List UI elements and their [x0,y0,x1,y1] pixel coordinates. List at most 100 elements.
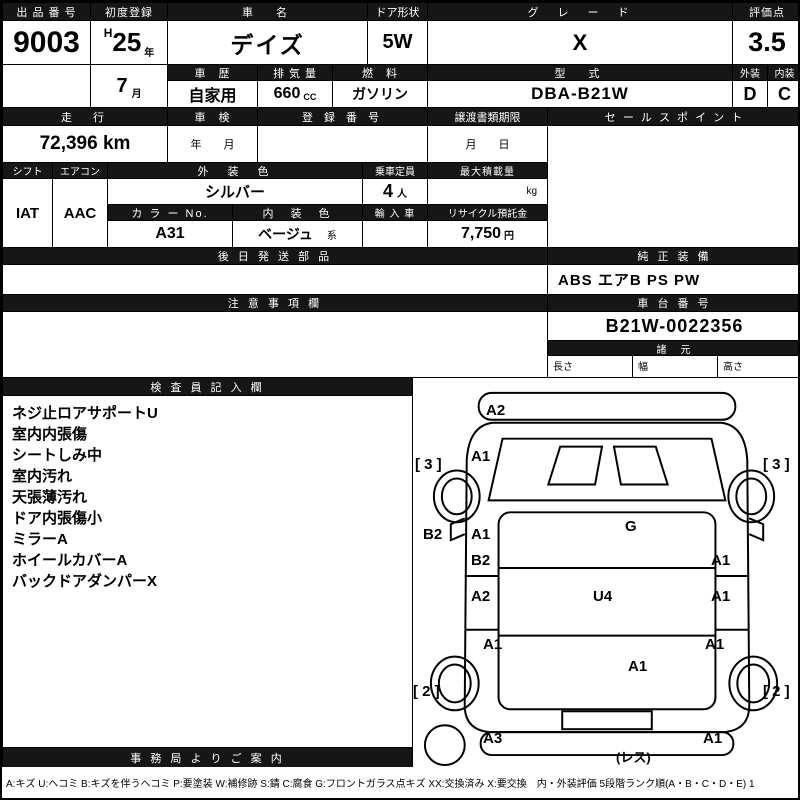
damage-marker: U4 [593,588,613,605]
car-history-header: 車 歴 [167,64,258,81]
capacity-number: 4 [382,181,393,201]
inspector-note-line: 室内内張傷 [12,426,88,443]
reg-year-unit: 年 [144,48,155,59]
shaken-header: 車 検 [167,107,258,126]
car-top-view [423,391,779,767]
color-no-header: カ ラ ー No. [107,204,233,221]
damage-marker: [ 2 ] [763,683,790,700]
car-name-value: デイズ [167,20,368,65]
cabin-outline [497,511,717,711]
caution-value [2,311,548,378]
later-parts-header: 後 日 発 送 部 品 [2,247,548,265]
displacement-unit: CC [303,92,317,102]
reg-month: 7 [116,74,128,97]
grade-header: グ レ ー ド [427,2,733,21]
recycle-deposit-header: リサイクル預託金 [427,204,548,221]
car-history-value: 自家用 [167,80,258,108]
inspector-note-line: ホイールカバーA [12,552,128,569]
exterior-color-value: シルバー [107,178,363,205]
first-registration-month: 7 月 [90,64,168,108]
damage-marker: A2 [471,588,491,605]
damage-marker: [ 3 ] [415,456,442,473]
spec-height-cell: 高さ [717,355,798,378]
later-parts-value [2,264,548,295]
displacement-header: 排 気 量 [257,64,333,81]
displacement-number: 660 [273,85,301,102]
capacity-header: 乗車定員 [362,162,428,179]
exterior-grade-header: 外装 [732,64,768,81]
auction-no-value: 9003 [2,20,91,65]
rear-bumper [479,731,735,757]
inspector-note-line: ミラーA [12,531,68,548]
fuel-value: ガソリン [332,80,428,108]
damage-marker: A1 [705,636,725,653]
inspector-note-line: 室内汚れ [12,468,73,485]
score-value: 3.5 [732,20,798,65]
genuine-equipment-header: 純 正 装 備 [547,247,798,265]
damage-marker: A2 [486,402,506,419]
shaken-value: 年 月 [167,125,258,163]
inspector-header: 検 査 員 記 入 欄 [2,377,413,396]
color-no-value: A31 [107,220,233,248]
damage-marker: A1 [628,658,648,675]
auction-no-header: 出 品 番 号 [2,2,91,21]
model-code-value: DBA-B21W [427,80,733,108]
car-name-header: 車 名 [167,2,368,21]
sales-point-value [547,125,798,248]
inspector-note-line: バックドアダンパーX [12,573,158,590]
aircon-header: エアコン [52,162,108,179]
displacement-value: 660 CC [257,80,333,108]
inspector-note-line: ドア内張傷小 [12,510,103,527]
model-code-header: 型 式 [427,64,733,81]
reg-year: 25 [112,27,142,57]
shift-header: シフト [2,162,53,179]
transfer-deadline-header: 譲渡書類期限 [427,107,548,126]
damage-marker: (レス) [616,750,651,765]
reg-month-unit: 月 [131,89,142,100]
damage-marker: A1 [471,448,491,465]
interior-color-suffix: 系 [326,230,337,242]
door-shape-header: ドア形状 [367,2,428,21]
damage-marker: B2 [471,552,491,569]
wheel-rear-right [728,655,779,712]
damage-marker: A1 [711,588,731,605]
wheel-rear-left [429,655,480,712]
chassis-no-header: 車 台 番 号 [547,294,798,312]
interior-color-name: ベージュ [258,226,313,242]
sales-point-header: セ ー ル ス ポ イ ン ト [547,107,798,126]
recycle-deposit-value: 7,750 円 [427,220,548,248]
spec-header: 諸 元 [547,340,798,356]
inspector-note-line: シートしみ中 [12,447,103,464]
recycle-unit: 円 [504,231,515,242]
grade-value: X [427,20,733,65]
inspector-notes: ネジ止ロアサポートU 室内内張傷シートしみ中室内汚れ天張薄汚れドア内張傷小ミラーA… [2,395,413,748]
exterior-grade-value: D [732,80,768,108]
windshield [487,437,727,502]
damage-marker: B2 [423,526,443,543]
exterior-color-header: 外 装 色 [107,162,363,179]
damage-marker: [ 2 ] [413,683,440,700]
aircon-value: AAC [52,178,108,248]
capacity-unit: 人 [397,189,407,200]
damage-marker: A1 [483,636,503,653]
auction-no-extra-cell [2,64,91,108]
max-load-header: 最大積載量 [427,162,548,179]
import-car-header: 輸 入 車 [362,204,428,221]
damage-marker: [ 3 ] [763,456,790,473]
inspector-note-line: 天張薄汚れ [12,489,88,506]
inspector-note-line: ネジ止ロアサポートU [12,405,158,422]
transfer-deadline-value: 月 日 [427,125,548,163]
wheel-front-left [432,469,481,524]
spare-tire [423,724,466,767]
damage-marker: A1 [703,730,723,747]
damage-marker: A1 [471,526,491,543]
wiper-right [612,445,670,486]
interior-color-header: 内 装 色 [232,204,363,221]
era-label: H [103,26,113,40]
spec-width-cell: 幅 [632,355,718,378]
license-plate [561,710,653,731]
mileage-value: 72,396 km [2,125,168,163]
